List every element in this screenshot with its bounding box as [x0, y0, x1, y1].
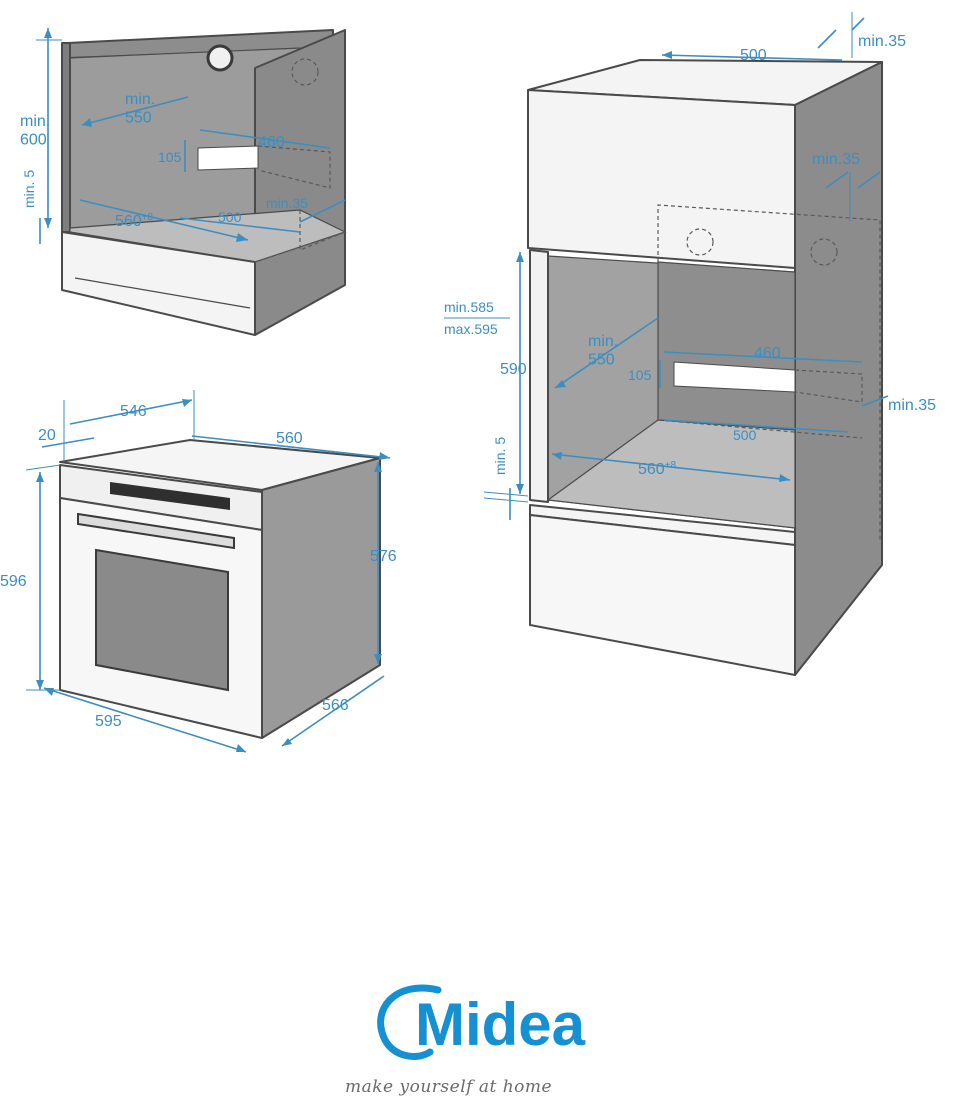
min-top-gap-label: min.35 [858, 33, 906, 50]
upper-box-front [527, 89, 796, 269]
oven-display [110, 482, 230, 510]
oven-unit: 546 20 560 596 576 595 566 [0, 390, 397, 753]
body-height-label: 576 [370, 548, 397, 565]
height-range-max-label: max.595 [444, 321, 498, 337]
tall-width-label: 560+8 [638, 460, 677, 478]
tall-min-back-gap-label: min.35 [888, 397, 936, 414]
tall-opening-width-label: 460 [754, 345, 781, 362]
oven-side [261, 457, 381, 739]
opening-height-label-1: 105 [158, 149, 182, 165]
cabinet-plinth [61, 231, 256, 336]
side-depth-label: 566 [322, 697, 349, 714]
min-side-gap-label: min.35 [812, 151, 860, 168]
niche-floor [546, 419, 796, 529]
tall-min-gap-label: min. 5 [492, 437, 508, 475]
front-thickness-label: 20 [38, 427, 56, 444]
tall-min-depth-label: min.550 [588, 333, 618, 368]
tall-inner-depth-label: 500 [733, 427, 757, 443]
min-height-label-1: min.600 [20, 113, 50, 148]
front-width-label: 595 [95, 713, 122, 730]
min-gap-label-1: min. 5 [21, 170, 37, 208]
rear-hole-outline [291, 58, 319, 86]
front-height-label: 596 [0, 573, 27, 590]
tall-height-label: 590 [500, 361, 527, 378]
top-width-label: 560 [276, 430, 303, 447]
tall-opening-height-label: 105 [628, 367, 652, 383]
brand-tagline: make yourself at home [345, 1077, 552, 1097]
cabinet-left-side [61, 42, 71, 233]
height-range-min-label: min.585 [444, 299, 494, 315]
inner-depth-label-1: 500 [218, 209, 242, 225]
under-counter-cabinet: min.600 min. 5 min.550 105 460 560+8 500… [20, 28, 347, 336]
top-depth-label: 546 [120, 403, 147, 420]
min-side-label-1: min.35 [266, 195, 308, 211]
tall-top-depth-label: 500 [740, 47, 767, 64]
min-depth-label-1: min.550 [125, 91, 155, 126]
oven-handle [77, 512, 235, 550]
tall-unit-cabinet: 500 min.35 min.35 min.585 max.595 590 mi… [444, 12, 936, 676]
logo-swoosh [377, 984, 442, 1060]
oven-window [95, 548, 229, 692]
lower-cabinet-front [529, 514, 796, 676]
width-label-1: 560+8 [115, 212, 154, 230]
vent-opening [197, 145, 259, 171]
niche-left-post [529, 249, 549, 503]
cabinet-right-side [254, 29, 346, 336]
rear-hole-outline-2 [686, 228, 714, 256]
cable-hole [206, 44, 234, 72]
brand-logo: Midea [377, 984, 586, 1060]
logo-wordmark: Midea [415, 991, 586, 1058]
opening-width-label-1: 460 [258, 134, 285, 151]
